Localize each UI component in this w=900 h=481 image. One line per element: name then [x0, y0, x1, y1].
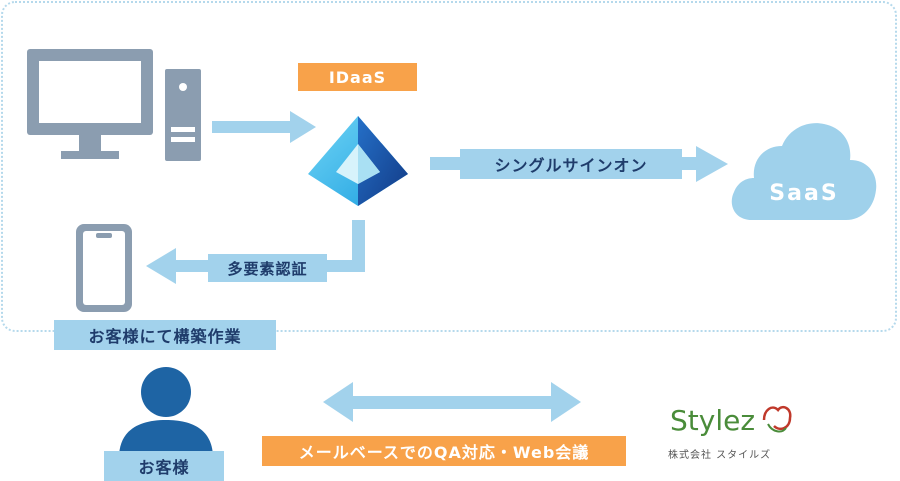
support-label: メールベースでのQA対応・Web会議 — [262, 436, 626, 466]
idaas-logo-icon — [308, 116, 408, 206]
build-work-label: お客様にて構築作業 — [54, 320, 276, 350]
sso-label: シングルサインオン — [460, 149, 682, 179]
bidirectional-arrow — [323, 382, 581, 422]
saas-label: SaaS — [769, 181, 838, 206]
saas-cloud-icon: SaaS — [731, 123, 877, 220]
stylez-logo-mark: Stylez — [670, 404, 792, 437]
stylez-logo-wordmark: Stylez — [670, 404, 755, 437]
smartphone-icon — [76, 224, 132, 312]
idaas-label: IDaaS — [298, 63, 417, 91]
stylez-logo: Stylez 株式会社 スタイルズ — [668, 398, 794, 461]
system-boundary-frame — [1, 1, 897, 332]
stylez-company-name: 株式会社 スタイルズ — [668, 450, 772, 461]
mfa-label: 多要素認証 — [208, 254, 327, 282]
customer-label: お客様 — [104, 451, 224, 481]
desktop-computer-icon — [27, 49, 201, 161]
arrow-to-idaas — [212, 111, 316, 143]
customer-person-icon — [119, 367, 213, 458]
